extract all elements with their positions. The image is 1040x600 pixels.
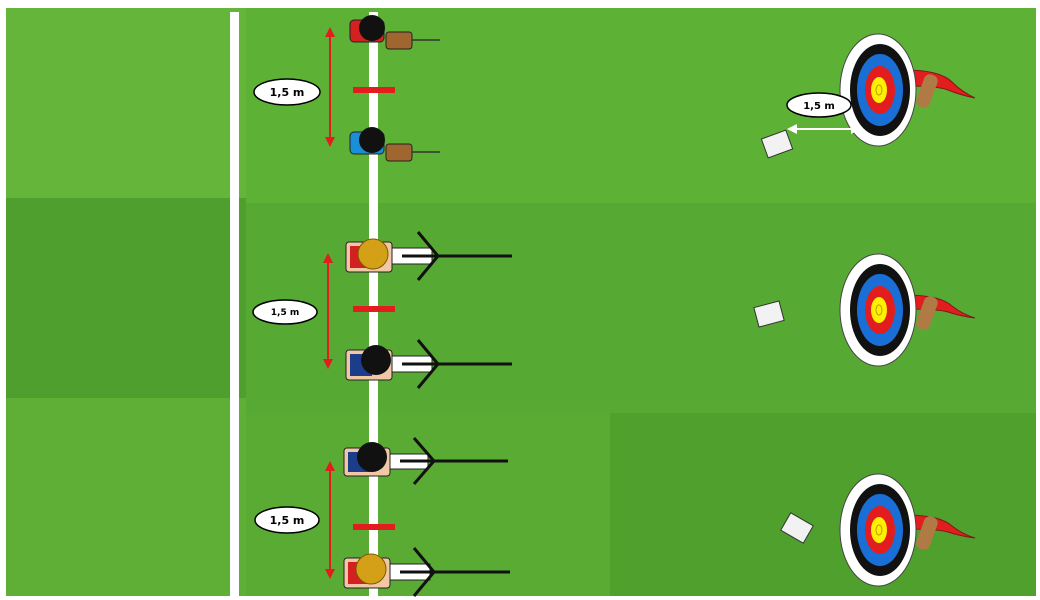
shooting-line (369, 12, 378, 596)
spacing-marker (353, 306, 395, 312)
archer-head (359, 127, 385, 153)
svg-text:1,5 m: 1,5 m (803, 101, 835, 112)
grass-patch (610, 413, 1036, 596)
spacing-marker (353, 524, 395, 530)
archer-head (357, 442, 387, 472)
archer-head (361, 345, 391, 375)
target-number-card (780, 512, 814, 544)
grass-patch (6, 398, 246, 596)
archer-head (357, 238, 389, 270)
spacing-marker (353, 87, 395, 93)
archer (349, 15, 440, 50)
target-middle (839, 253, 976, 367)
distance-label-top: 1,5 m (253, 78, 321, 106)
archer (349, 127, 440, 162)
waiting-line (230, 12, 239, 596)
archer (345, 339, 512, 389)
archer (345, 231, 512, 281)
target-number-card (760, 129, 794, 159)
target-bottom (839, 473, 976, 587)
grass-patch (6, 8, 246, 198)
distance-label-bottom: 1,5 m (254, 506, 320, 534)
target-number-card (753, 300, 785, 328)
distance-label-middle: 1,5 m (252, 299, 318, 325)
archer-head (359, 15, 385, 41)
svg-text:1,5 m: 1,5 m (271, 308, 299, 318)
svg-text:1,5 m: 1,5 m (270, 514, 305, 527)
grass-patch (6, 198, 246, 398)
archer-head (355, 553, 387, 585)
target-top (839, 33, 976, 147)
archer (343, 437, 508, 485)
svg-text:1,5 m: 1,5 m (270, 86, 305, 99)
distance-label-target: 1,5 m (786, 92, 852, 118)
archer (343, 547, 510, 597)
